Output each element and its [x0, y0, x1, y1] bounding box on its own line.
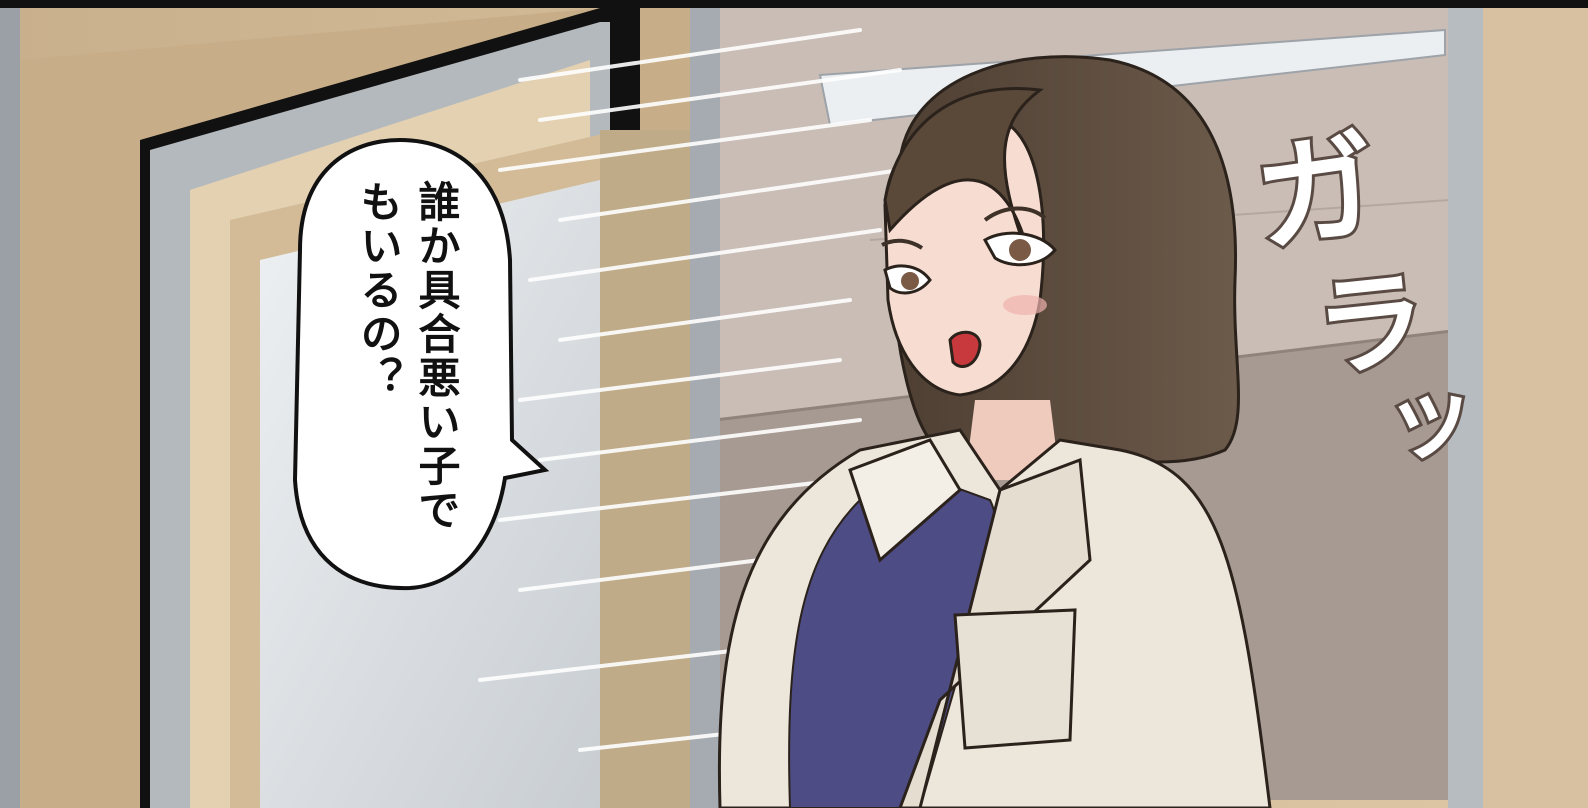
- panel-border: [0, 0, 1588, 8]
- mouth: [948, 330, 982, 368]
- speech-bubble-text: 誰か具合悪い子でもいるの？: [354, 180, 461, 532]
- sfx-char-3: ッ: [1378, 359, 1484, 479]
- speech-bubble: [292, 137, 550, 591]
- right-door-frame: [1448, 8, 1483, 808]
- speed-lines: [478, 28, 902, 752]
- coat-pocket: [953, 608, 1077, 750]
- sound-effect: ガ ラ ッ: [1245, 95, 1505, 478]
